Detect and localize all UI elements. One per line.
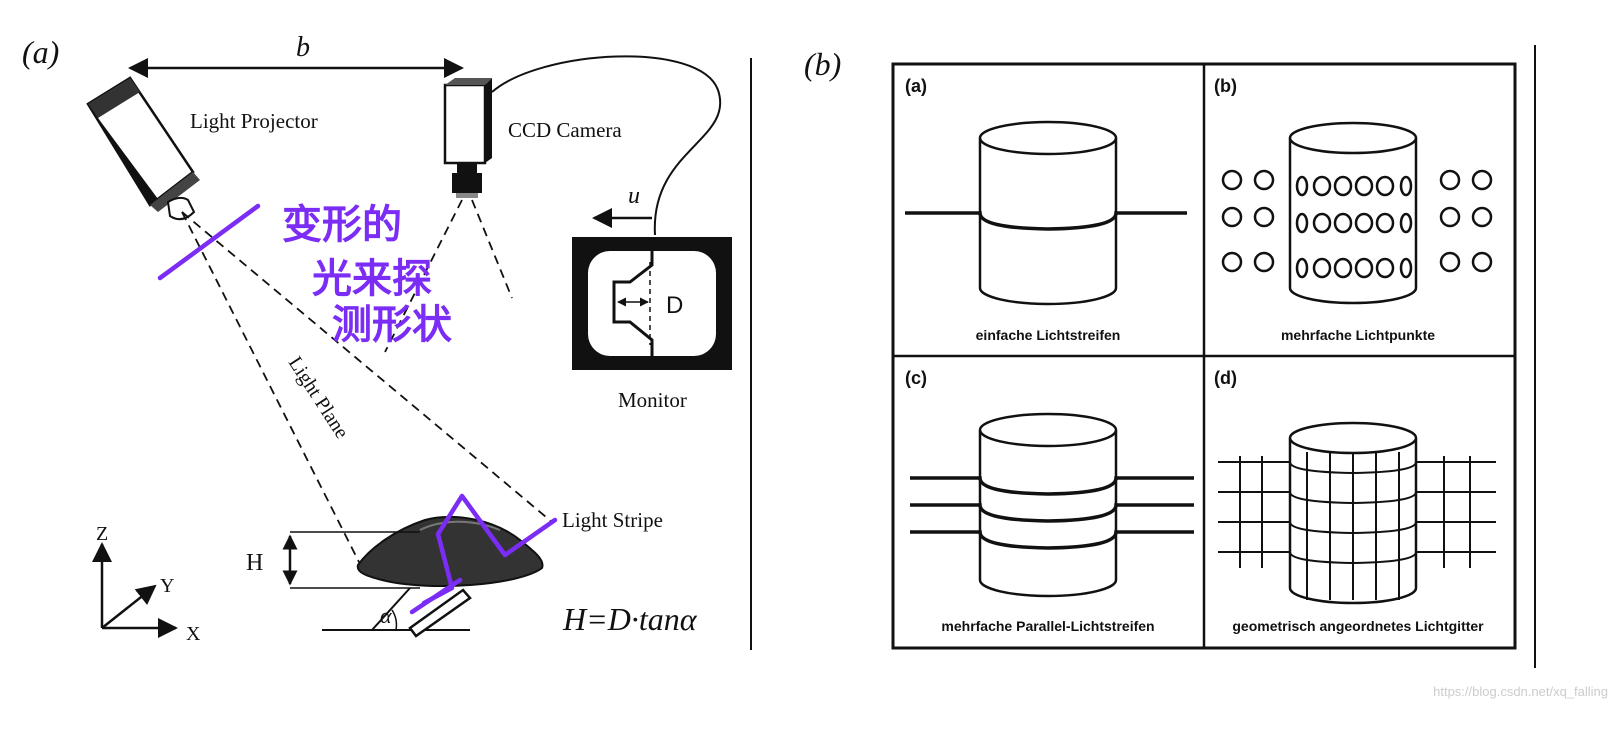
light-dot <box>1399 175 1413 197</box>
light-dot <box>1354 257 1374 279</box>
cell-b-caption: mehrfache Lichtpunkte <box>1281 327 1435 343</box>
light-dot <box>1333 175 1353 197</box>
light-dot <box>1354 212 1374 234</box>
light-plane <box>181 199 553 565</box>
light-dot <box>1399 257 1413 279</box>
camera-cable <box>491 55 722 236</box>
light-dot <box>1399 212 1413 234</box>
light-grid-pattern <box>1218 452 1496 600</box>
u-label: u <box>628 183 640 209</box>
cylinder-b <box>1288 121 1418 305</box>
cell-a-tag: (a) <box>905 76 927 96</box>
light-dot-pattern <box>1221 169 1493 279</box>
light-dot <box>1333 257 1353 279</box>
handwritten-annotation <box>157 203 558 615</box>
axis-y-label: Y <box>160 575 174 597</box>
camera-label: CCD Camera <box>508 118 622 142</box>
handwritten-note-line-1: 变形的 <box>282 202 402 248</box>
light-stripe <box>910 530 1194 550</box>
baseline-label: b <box>296 32 310 63</box>
monitor-label: Monitor <box>618 388 687 412</box>
light-dot <box>1295 175 1309 197</box>
light-dot <box>1312 212 1332 234</box>
light-dot <box>1253 251 1275 273</box>
height-label: H <box>246 550 263 576</box>
light-dot <box>1375 175 1395 197</box>
xyz-axes <box>92 542 178 638</box>
cell-d-caption: geometrisch angeordnetes Lichtgitter <box>1232 618 1484 634</box>
panel-a: (a) b Light Projector CCD Camera u <box>22 32 732 645</box>
light-dot <box>1354 175 1374 197</box>
cylinder-c <box>978 412 1118 598</box>
light-plane-label: Light Plane <box>284 353 353 443</box>
monitor-icon <box>572 237 732 370</box>
light-dot <box>1471 251 1493 273</box>
parallel-light-stripes <box>910 476 1194 550</box>
light-dot <box>1375 257 1395 279</box>
light-dot <box>1375 212 1395 234</box>
cell-a: (a) einfache Lichtstreifen <box>905 76 1187 343</box>
light-dot <box>1471 206 1493 228</box>
measured-object <box>290 515 544 638</box>
light-stripe <box>905 211 1187 231</box>
cell-d: (d) geometrisch angeordnetes Lichtgitter <box>1214 368 1496 634</box>
axis-x-label: X <box>186 623 201 645</box>
light-dot <box>1312 257 1332 279</box>
panel-b: (b) (a) einfache Lichtstreifen (b) mehrf… <box>804 46 1517 650</box>
handwritten-note-line-3: 测形状 <box>332 302 453 348</box>
light-dot <box>1253 169 1275 191</box>
light-dot <box>1295 212 1309 234</box>
light-stripe <box>910 476 1194 496</box>
axis-z-label: Z <box>96 523 108 545</box>
light-dot <box>1253 206 1275 228</box>
handwritten-note-line-2: 光来探 <box>312 256 432 302</box>
light-stripe-label: Light Stripe <box>562 508 663 532</box>
light-dot <box>1439 169 1461 191</box>
light-dot <box>1439 251 1461 273</box>
formula: H=D·tanα <box>562 601 698 637</box>
light-dot <box>1312 175 1332 197</box>
light-dot <box>1221 169 1243 191</box>
light-dot <box>1333 212 1353 234</box>
light-projector-icon <box>86 76 200 221</box>
panel-b-label: (b) <box>804 46 841 82</box>
light-dot <box>1471 169 1493 191</box>
cell-c-tag: (c) <box>905 368 927 388</box>
light-dot <box>1221 251 1243 273</box>
cylinder-a <box>978 120 1118 306</box>
watermark: https://blog.csdn.net/xq_falling <box>1433 684 1608 699</box>
cell-b: (b) mehrfache Lichtpunkte <box>1214 76 1493 343</box>
cell-b-tag: (b) <box>1214 76 1237 96</box>
light-dot <box>1439 206 1461 228</box>
projector-label: Light Projector <box>190 109 318 133</box>
cell-c-caption: mehrfache Parallel-Lichtstreifen <box>941 618 1154 634</box>
cell-c: (c) mehrfache Parallel-Lichtstreifen <box>905 368 1194 634</box>
monitor-d-label: D <box>666 292 683 319</box>
light-dot <box>1295 257 1309 279</box>
alpha-label: α <box>380 603 392 628</box>
light-stripe <box>910 503 1194 523</box>
panel-a-label: (a) <box>22 34 59 70</box>
cell-a-caption: einfache Lichtstreifen <box>976 327 1121 343</box>
cell-d-tag: (d) <box>1214 368 1237 388</box>
light-dot <box>1221 206 1243 228</box>
ccd-camera-icon <box>443 78 492 198</box>
